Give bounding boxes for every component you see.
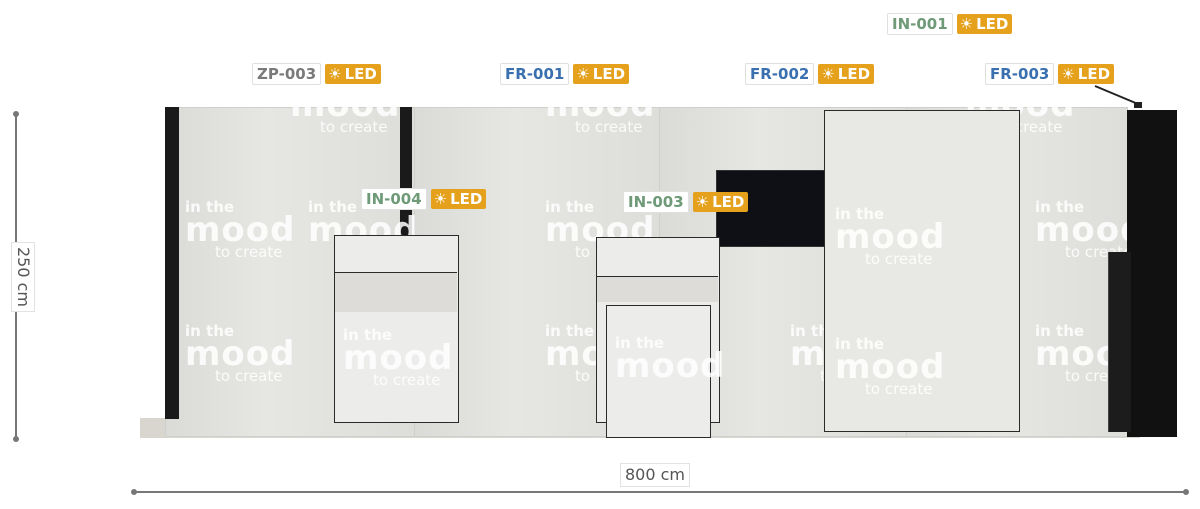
sun-icon: ☀ (821, 65, 835, 83)
tag-in-003: IN-003 ☀LED (623, 191, 749, 213)
led-badge: ☀LED (1058, 64, 1115, 84)
tag-fr-001: FR-001 ☀LED (500, 63, 630, 85)
tag-fr-003: FR-003 ☀LED (985, 63, 1115, 85)
tag-code: FR-001 (500, 63, 570, 85)
led-badge: ☀LED (325, 64, 381, 84)
sun-icon: ☀ (959, 15, 974, 33)
tag-code: ZP-003 (252, 63, 322, 85)
led-badge: ☀LED (818, 64, 875, 84)
tag-code: IN-004 (361, 188, 427, 210)
led-badge: ☀LED (573, 64, 630, 84)
led-badge: ☀LED (430, 189, 487, 209)
black-shelf (1108, 252, 1131, 432)
sun-icon: ☀ (1061, 65, 1075, 83)
tag-code: IN-001 (887, 13, 953, 35)
dimension-end (1183, 489, 1189, 495)
led-badge: ☀LED (956, 14, 1013, 34)
width-dimension-line (134, 491, 1186, 493)
left-wall-edge (165, 107, 179, 419)
sun-icon: ☀ (695, 193, 710, 211)
width-dimension-label: 800 cm (620, 463, 691, 487)
led-badge: ☀LED (692, 192, 749, 212)
height-dimension-label: 250 cm (11, 241, 36, 313)
tv-screen (716, 170, 826, 247)
sun-icon: ☀ (328, 65, 342, 83)
dimension-end (13, 111, 19, 117)
tag-in-001: IN-001 ☀LED (887, 13, 1013, 35)
black-column (1127, 110, 1177, 437)
dimension-end (13, 436, 19, 442)
tag-zp-003: ZP-003 ☀LED (252, 63, 381, 85)
tag-in-004: IN-004 ☀LED (361, 188, 487, 210)
sun-icon: ☀ (433, 190, 448, 208)
tag-code: FR-003 (985, 63, 1055, 85)
tag-code: FR-002 (745, 63, 815, 85)
tag-fr-002: FR-002 ☀LED (745, 63, 875, 85)
dimension-end (131, 489, 137, 495)
tag-code: IN-003 (623, 191, 689, 213)
spotlight-arm (1094, 85, 1142, 108)
sun-icon: ☀ (576, 65, 590, 83)
